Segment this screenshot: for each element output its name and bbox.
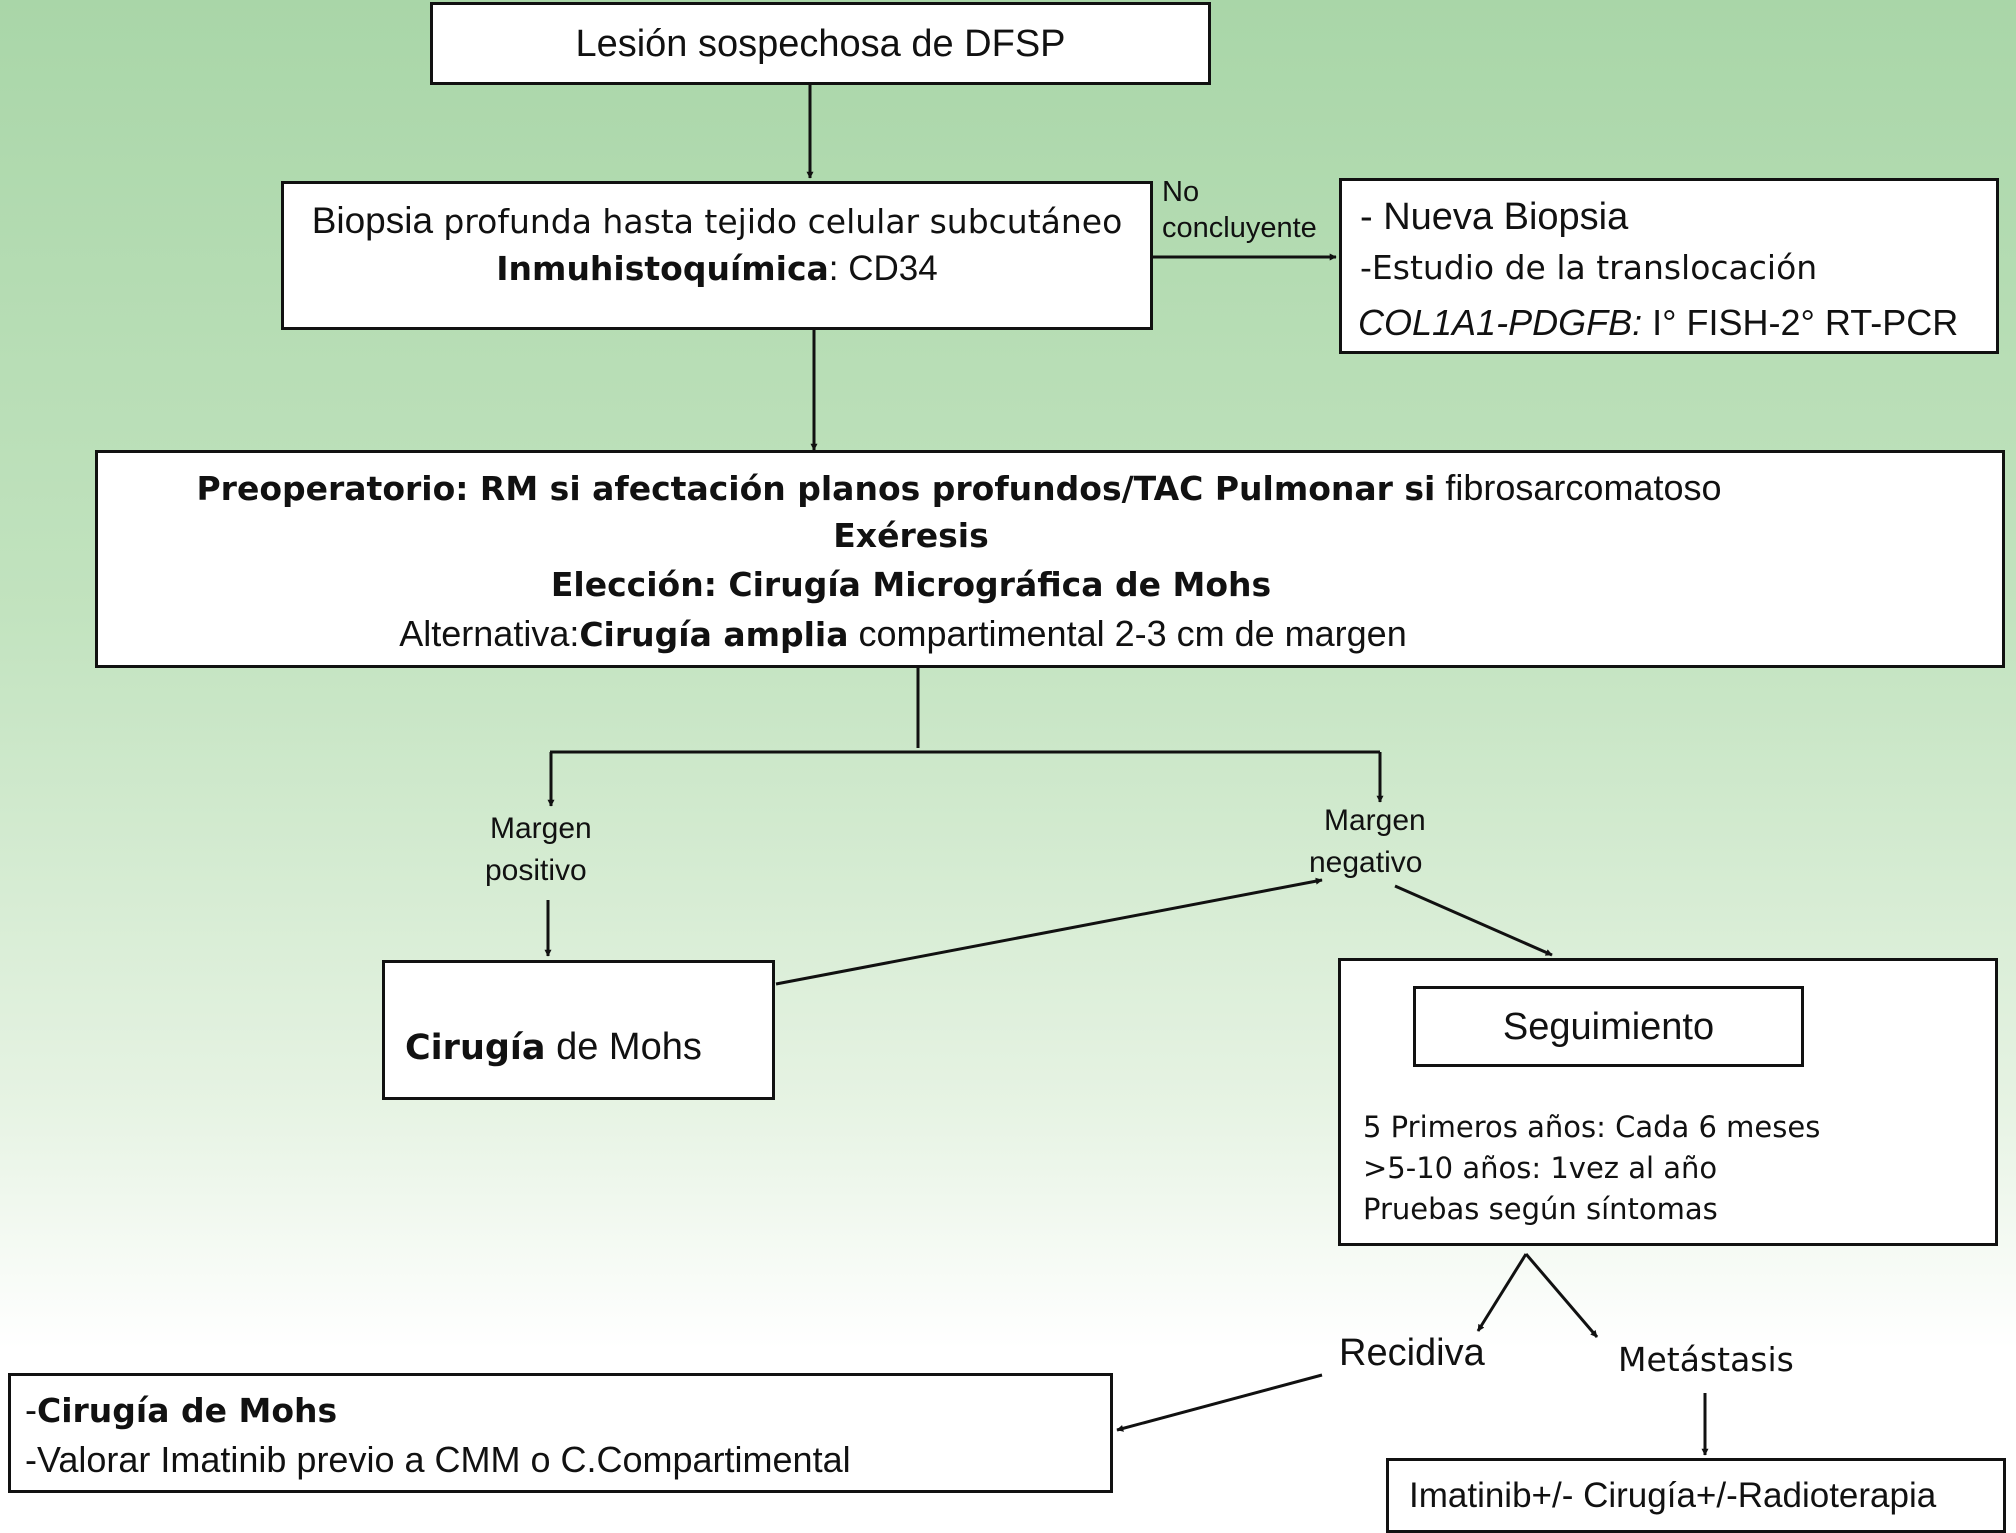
surgery-line-4: Alternativa:Cirugía amplia compartimenta… bbox=[98, 611, 1708, 658]
arrow-margin-negative-to-followup bbox=[1394, 884, 1553, 957]
followup-title-box: Seguimiento bbox=[1413, 986, 1804, 1067]
recurrence-label: Recidiva bbox=[1339, 1332, 1485, 1374]
fibrosarcomatous-text: fibrosarcomatoso bbox=[1435, 467, 1722, 508]
recurrence-mohs-text: Cirugía de Mohs bbox=[37, 1391, 338, 1430]
fish-rtpcr-text: I° FISH-2° RT-PCR bbox=[1642, 302, 1959, 343]
mohs-surgery-text: Cirugía de Mohs bbox=[405, 1025, 702, 1070]
followup-first-years: 5 Primeros años: Cada 6 meses bbox=[1363, 1110, 1821, 1144]
new-biopsy-line-3: COL1A1-PDGFB: I° FISH-2° RT-PCR bbox=[1358, 301, 1958, 345]
biopsy-line-1: Biopsia profunda hasta tejido celular su… bbox=[284, 198, 1150, 245]
col1a1-pdgfb-gene: COL1A1-PDGFB: bbox=[1358, 302, 1643, 343]
surgery-line-1: Preoperatorio: RM si afectación planos p… bbox=[98, 465, 1820, 512]
recurrence-imatinib-text: -Valorar Imatinib previo a CMM o C.Compa… bbox=[25, 1439, 851, 1480]
arrow-followup-to-metastasis bbox=[1524, 1253, 1599, 1338]
compartmental-margin-text: compartimental 2-3 cm de margen bbox=[848, 613, 1407, 654]
followup-title: Seguimiento bbox=[1502, 1006, 1715, 1048]
biopsy-word: Biopsia bbox=[311, 200, 444, 241]
excision-heading: Exéresis bbox=[833, 516, 989, 555]
metastasis-box: Imatinib+/- Cirugía+/-Radioterapia bbox=[1386, 1458, 2006, 1533]
new-biopsy-line-1: - Nueva Biopsia bbox=[1360, 196, 1629, 238]
surgery-bold-word: Cirugía bbox=[405, 1028, 546, 1068]
inconclusive-label-line-1: No bbox=[1162, 176, 1200, 208]
margin-negative-line-2: negativo bbox=[1309, 846, 1423, 879]
choice-mohs-line: Elección: Cirugía Micrográfica de Mohs bbox=[550, 565, 1272, 604]
surgery-box: Preoperatorio: RM si afectación planos p… bbox=[95, 450, 2005, 668]
followup-later-years: >5-10 años: 1vez al año bbox=[1363, 1151, 1718, 1185]
followup-tests: Pruebas según síntomas bbox=[1363, 1192, 1718, 1226]
arrow-followup-to-recurrence bbox=[1476, 1253, 1528, 1332]
followup-box: Seguimiento 5 Primeros años: Cada 6 mese… bbox=[1338, 958, 1998, 1246]
mohs-rest-text: de Mohs bbox=[545, 1026, 702, 1068]
alternative-label: Alternativa: bbox=[399, 613, 580, 654]
margin-positive-line-1: Margen bbox=[490, 812, 592, 845]
margin-positive-line-2: positivo bbox=[485, 854, 587, 887]
biopsy-line-2: Inmuhistoquímica: CD34 bbox=[284, 246, 1150, 292]
recurrence-dash: - bbox=[25, 1389, 37, 1430]
start-box-text: Lesión sospechosa de DFSP bbox=[575, 23, 1066, 65]
start-box: Lesión sospechosa de DFSP bbox=[430, 2, 1211, 85]
translocation-study-line: -Estudio de la translocación bbox=[1360, 248, 1818, 287]
recurrence-box: -Cirugía de Mohs -Valorar Imatinib previ… bbox=[8, 1373, 1113, 1493]
immunohistochemistry-label: Inmuhistoquímica bbox=[496, 249, 829, 288]
arrow-recurrence-to-box bbox=[1116, 1373, 1323, 1432]
margin-negative-line-1: Margen bbox=[1324, 804, 1426, 837]
metastasis-label: Metástasis bbox=[1618, 1340, 1794, 1379]
new-biopsy-box: - Nueva Biopsia -Estudio de la transloca… bbox=[1339, 178, 1999, 354]
biopsy-depth-text: profunda hasta tejido celular subcutáneo bbox=[443, 202, 1123, 241]
arrow-mohs-to-margin-negative bbox=[775, 877, 1323, 986]
metastasis-treatment-text: Imatinib+/- Cirugía+/-Radioterapia bbox=[1409, 1476, 1937, 1515]
preoperative-text: Preoperatorio: RM si afectación planos p… bbox=[196, 469, 1436, 508]
recurrence-line-1: -Cirugía de Mohs bbox=[25, 1388, 337, 1433]
wide-surgery-text: Cirugía amplia bbox=[579, 615, 849, 654]
mohs-surgery-box: Cirugía de Mohs bbox=[382, 960, 775, 1100]
cd34-text: : CD34 bbox=[828, 249, 938, 288]
inconclusive-label-line-2: concluyente bbox=[1162, 212, 1317, 244]
biopsy-box: Biopsia profunda hasta tejido celular su… bbox=[281, 181, 1153, 330]
